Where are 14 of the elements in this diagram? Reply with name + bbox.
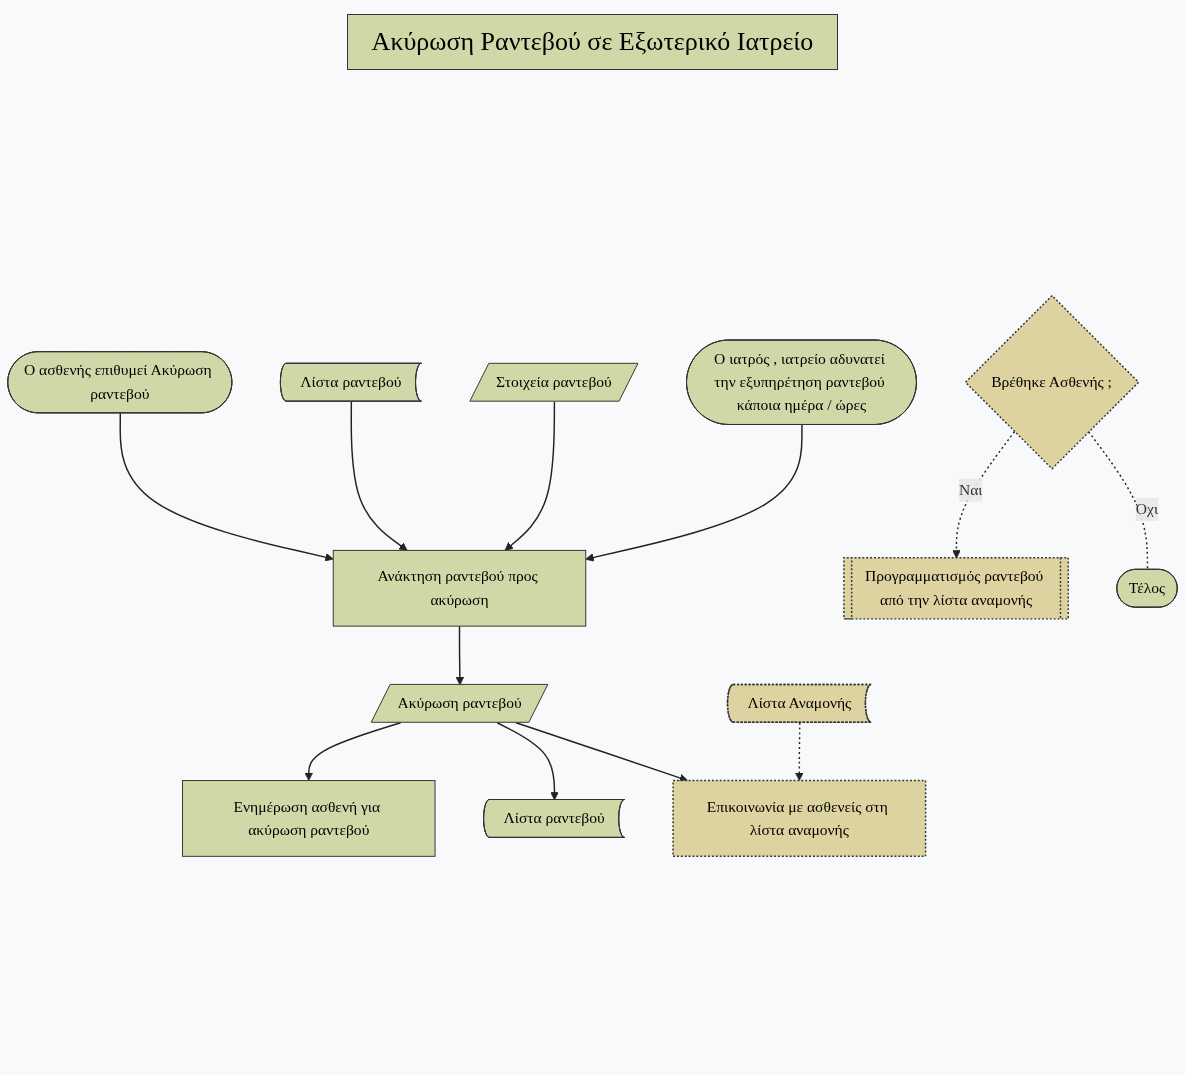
- node-diamond: Βρέθηκε Ασθενής ;: [964, 294, 1140, 470]
- diagram-title: Ακύρωση Ραντεβού σε Εξωτερικό Ιατρείο: [346, 14, 839, 70]
- arrow: [504, 400, 556, 551]
- arrow: [350, 400, 408, 551]
- node-box: Επικοινωνία με ασθενείς στη λίστα αναμονής: [672, 779, 927, 858]
- arrow: [585, 424, 803, 562]
- node-box: Ενημέρωση ασθενή για ακύρωση ραντεβού: [182, 780, 436, 857]
- arrow: [119, 412, 334, 562]
- arrow: [496, 722, 559, 801]
- arrow: [304, 722, 402, 781]
- edge-label: Όχι: [1135, 500, 1159, 518]
- edge-label: Ναι: [958, 481, 983, 498]
- node-box: Ανάκτηση ραντεβού προς ακύρωση: [332, 549, 587, 627]
- arrow: [455, 625, 465, 686]
